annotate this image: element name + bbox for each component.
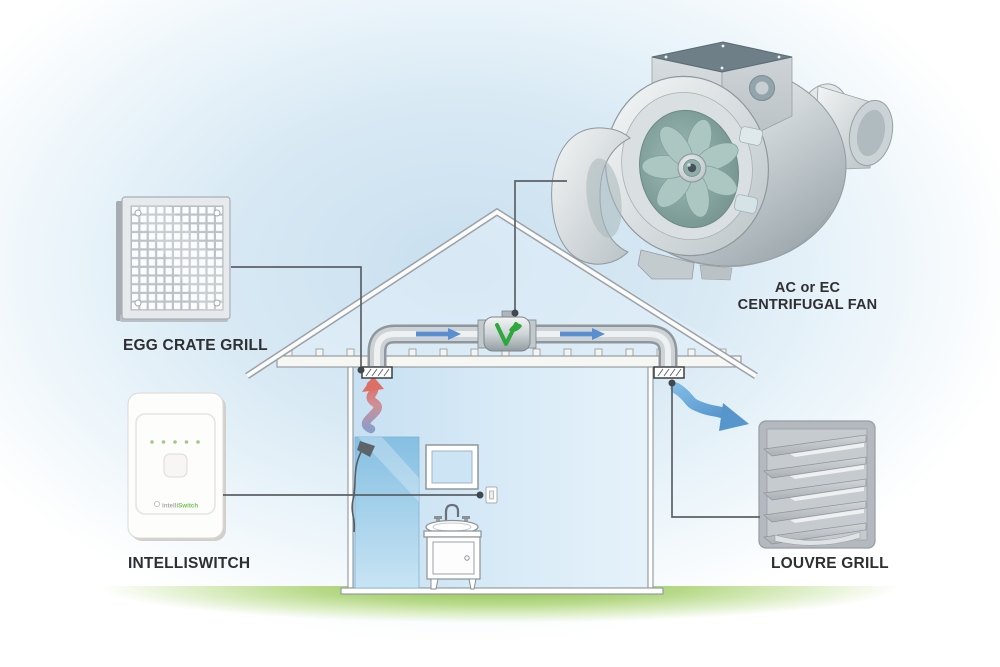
callout-dot [668, 379, 676, 387]
callout-egg-crate-grill [231, 266, 362, 367]
label-louvre-grill: LOUVRE GRILL [771, 555, 889, 572]
device-logo: intelliSwitch [153, 500, 198, 510]
inlet-bell [551, 127, 631, 265]
attic-space [277, 214, 741, 356]
roof [245, 207, 758, 379]
moist-air-arrow-icon [361, 376, 384, 434]
shower-area [351, 436, 420, 589]
svg-text:intelliSwitch: intelliSwitch [162, 503, 198, 510]
light-switch [485, 486, 498, 504]
egg-crate-grill-illustration [116, 196, 231, 322]
bathroom-fixtures [351, 436, 498, 590]
centrifugal-fan-illustration [551, 41, 894, 281]
bulb-icon [153, 500, 160, 507]
shower-head-icon [357, 441, 375, 457]
window [425, 444, 479, 490]
shower-hose [351, 451, 362, 533]
label-centrifugal-fan-line2: CENTRIFUGAL FAN [737, 297, 878, 313]
faucet [444, 503, 460, 523]
screw-holes [134, 209, 221, 307]
floor-slab [340, 587, 664, 595]
callout-centrifugal-fan [514, 180, 567, 310]
label-centrifugal-fan-line1: AC or EC [774, 280, 841, 296]
inline-duct-fan [477, 310, 537, 352]
duct-system [361, 310, 685, 379]
ceiling-grill-left [361, 366, 393, 379]
label-intelliswitch: INTELLISWITCH [128, 555, 251, 572]
clamp-tab [733, 194, 759, 214]
vanity-sink [423, 503, 482, 590]
fan-logo-icon [495, 322, 522, 346]
louvre-grill-illustration [758, 420, 876, 549]
callout-dot [511, 309, 519, 317]
callout-louvre-grill [671, 386, 760, 518]
callout-lines [223, 180, 760, 518]
clamp-tab [738, 126, 764, 146]
impeller [639, 109, 739, 229]
ceiling-grill-right [653, 366, 685, 379]
mounting-bracket [637, 249, 695, 280]
right-wall [647, 366, 654, 589]
led-indicators [150, 440, 200, 444]
label-centrifugal-fan: AC or EC CENTRIFUGAL FAN [700, 280, 915, 314]
duct-airflow-arrow-right [560, 328, 605, 340]
louvre-slats [763, 434, 867, 546]
intelliswitch-illustration: intelliSwitch [127, 392, 226, 541]
exhaust-air-arrow-icon [670, 382, 749, 431]
callout-dot [357, 366, 365, 374]
device-button [163, 453, 188, 478]
label-egg-crate-grill: EGG CRATE GRILL [123, 337, 268, 354]
callout-dot [476, 491, 484, 499]
left-wall [347, 366, 354, 589]
duct-airflow-arrow-left [416, 328, 461, 340]
